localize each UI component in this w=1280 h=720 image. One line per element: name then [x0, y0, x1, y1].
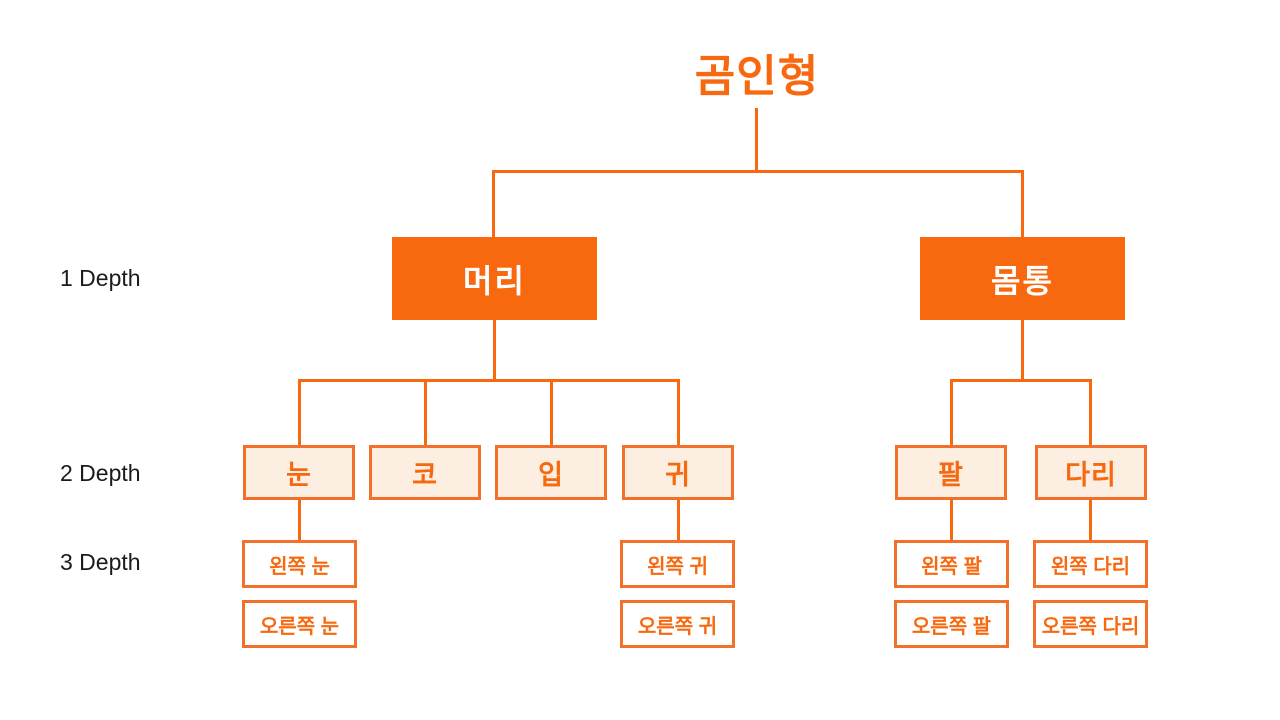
depth-1-label: 1 Depth: [60, 265, 141, 291]
connector-drop-nose: [424, 379, 427, 445]
node-body: 몸통: [920, 237, 1125, 320]
connector-drop-mouth: [550, 379, 553, 445]
node-nose: 코: [369, 445, 481, 500]
connector-head-bus: [298, 379, 680, 382]
connector-drop-leg: [1089, 379, 1092, 445]
node-eye: 눈: [243, 445, 355, 500]
node-left-eye: 왼쪽 눈: [242, 540, 357, 588]
connector-arm-stem: [950, 500, 953, 540]
connector-body-stem: [1021, 320, 1024, 381]
depth-2-label: 2 Depth: [60, 460, 141, 486]
connector-drop-body: [1021, 170, 1024, 237]
node-left-ear: 왼쪽 귀: [620, 540, 735, 588]
node-head: 머리: [392, 237, 597, 320]
connector-drop-ear: [677, 379, 680, 445]
connector-drop-eye: [298, 379, 301, 445]
connector-eye-stem: [298, 500, 301, 540]
connector-ear-stem: [677, 500, 680, 540]
node-right-ear: 오른쪽 귀: [620, 600, 735, 648]
node-left-leg: 왼쪽 다리: [1033, 540, 1148, 588]
connector-root-stem: [755, 108, 758, 172]
node-leg: 다리: [1035, 445, 1147, 500]
node-right-arm: 오른쪽 팔: [894, 600, 1009, 648]
connector-drop-head: [492, 170, 495, 237]
node-right-leg: 오른쪽 다리: [1033, 600, 1148, 648]
connector-head-stem: [493, 320, 496, 381]
connector-leg-stem: [1089, 500, 1092, 540]
node-mouth: 입: [495, 445, 607, 500]
connector-body-bus: [950, 379, 1092, 382]
node-ear: 귀: [622, 445, 734, 500]
connector-root-bus: [492, 170, 1024, 173]
node-left-arm: 왼쪽 팔: [894, 540, 1009, 588]
connector-drop-arm: [950, 379, 953, 445]
diagram-title: 곰인형: [694, 52, 820, 101]
node-arm: 팔: [895, 445, 1007, 500]
depth-3-label: 3 Depth: [60, 549, 141, 575]
node-right-eye: 오른쪽 눈: [242, 600, 357, 648]
